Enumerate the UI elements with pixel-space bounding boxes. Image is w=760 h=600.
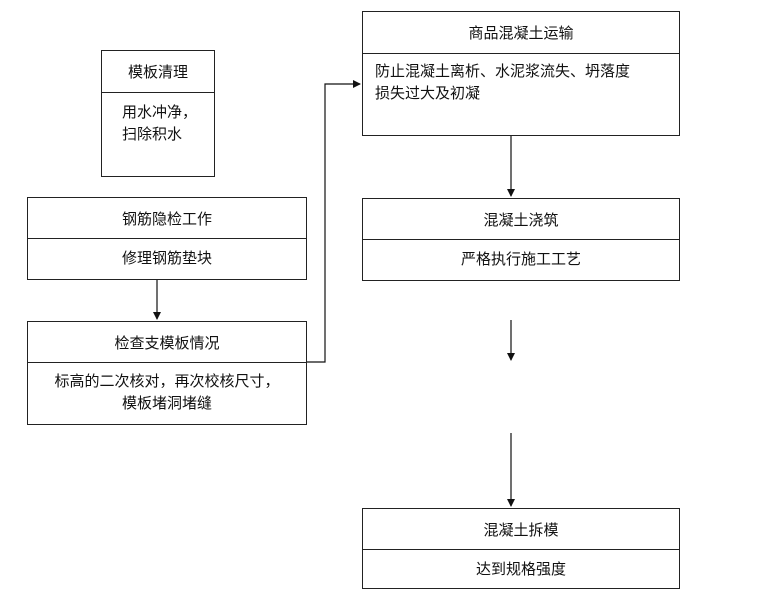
formwork-check-line1: 标高的二次核对，再次校核尺寸， xyxy=(54,372,280,390)
formwork-check-line2: 模板堵洞堵缝 xyxy=(121,394,212,412)
demolding-body: 达到规格强度 xyxy=(475,560,566,578)
template-clean-line1: 用水冲净， xyxy=(122,103,198,121)
pouring-box: 混凝土浇筑 严格执行施工工艺 xyxy=(362,198,680,281)
formwork-check-title: 检查支模板情况 xyxy=(28,322,306,363)
pouring-title: 混凝土浇筑 xyxy=(363,199,679,240)
transport-box: 商品混凝土运输 防止混凝土离析、水泥浆流失、坍落度 损失过大及初凝 xyxy=(362,11,680,136)
transport-line1: 防止混凝土离析、水泥浆流失、坍落度 xyxy=(375,62,631,80)
rebar-check-title: 钢筋隐检工作 xyxy=(28,198,306,239)
rebar-check-body: 修理钢筋垫块 xyxy=(121,249,212,267)
formwork-check-body: 标高的二次核对，再次校核尺寸， 模板堵洞堵缝 xyxy=(28,363,306,414)
demolding-box: 混凝土拆模 达到规格强度 xyxy=(362,508,680,589)
transport-line2: 损失过大及初凝 xyxy=(375,84,481,102)
rebar-check-box: 钢筋隐检工作 修理钢筋垫块 xyxy=(27,197,307,280)
template-clean-line2: 扫除积水 xyxy=(122,125,183,143)
template-clean-title: 模板清理 xyxy=(102,51,214,93)
formwork-check-box: 检查支模板情况 标高的二次核对，再次校核尺寸， 模板堵洞堵缝 xyxy=(27,321,307,425)
demolding-title: 混凝土拆模 xyxy=(363,509,679,550)
pouring-body: 严格执行施工工艺 xyxy=(460,250,581,268)
transport-body: 防止混凝土离析、水泥浆流失、坍落度 损失过大及初凝 xyxy=(363,54,679,104)
template-clean-box: 模板清理 用水冲净， 扫除积水 xyxy=(101,50,215,177)
transport-title: 商品混凝土运输 xyxy=(363,12,679,54)
template-clean-body: 用水冲净， 扫除积水 xyxy=(102,93,214,145)
arrow-formwork-to-transport xyxy=(307,80,361,363)
